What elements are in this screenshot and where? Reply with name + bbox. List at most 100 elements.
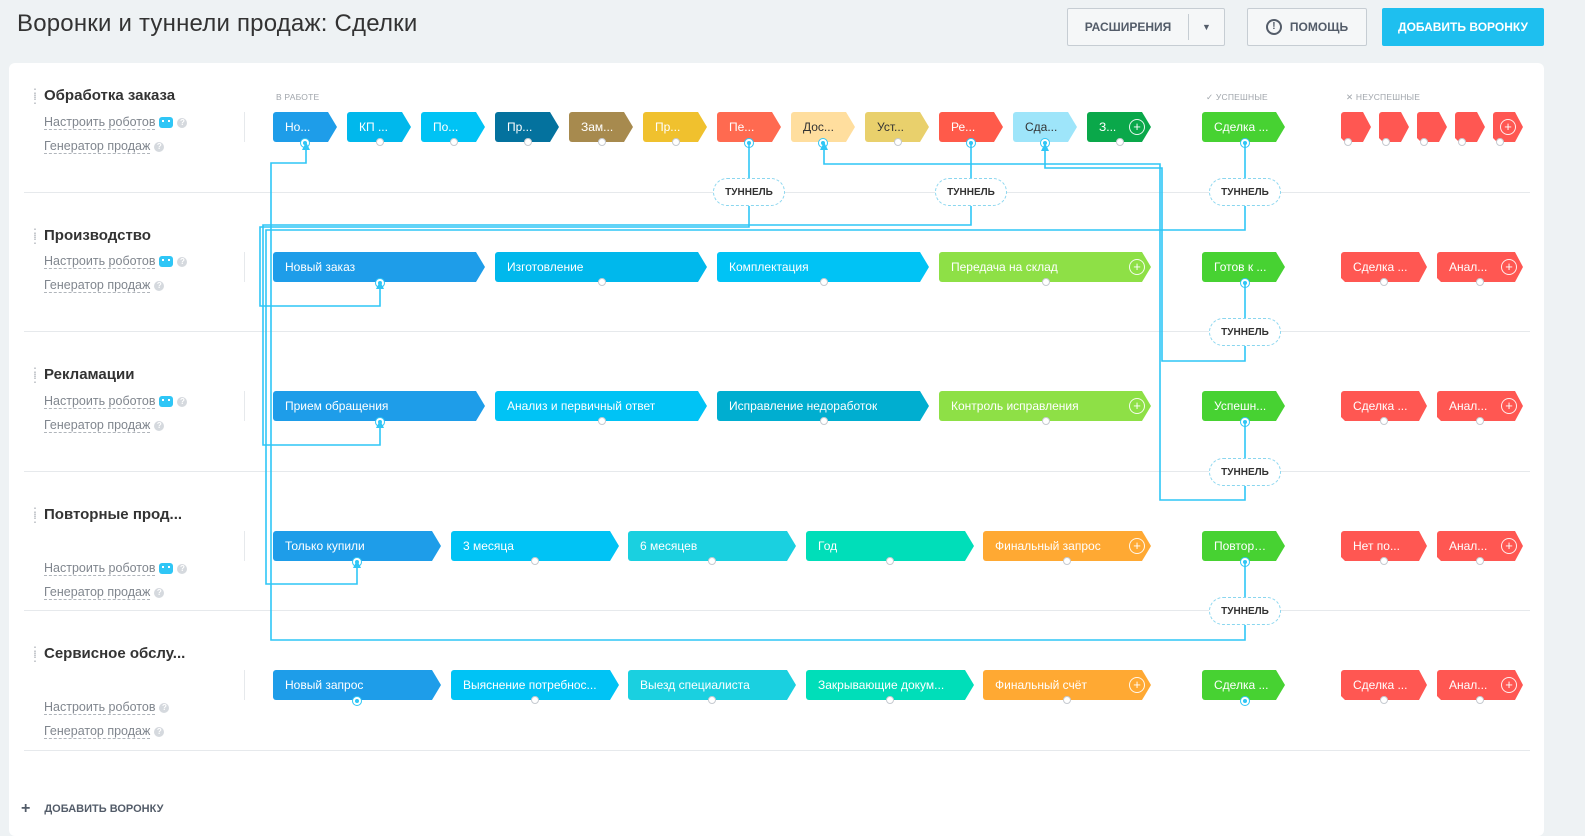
- pipeline-name[interactable]: Производство: [44, 227, 151, 244]
- add-stage-icon[interactable]: +: [1129, 259, 1145, 275]
- stage-handle[interactable]: [745, 139, 753, 147]
- stage-0-2[interactable]: По...: [421, 112, 485, 142]
- help-icon[interactable]: ?: [154, 726, 165, 737]
- drag-handle-icon[interactable]: ⋮⋮: [29, 365, 41, 385]
- extensions-button[interactable]: РАСШИРЕНИЯ ▼: [1067, 8, 1225, 46]
- stage-4-4[interactable]: Финальный счёт: [983, 670, 1151, 700]
- stage-handle[interactable]: [1382, 138, 1390, 146]
- help-icon[interactable]: ?: [154, 280, 165, 291]
- stage-0-6[interactable]: Пе...: [717, 112, 781, 142]
- help-icon[interactable]: ?: [177, 117, 188, 128]
- configure-robots-link[interactable]: Настроить роботов?: [44, 700, 170, 715]
- fail-stage[interactable]: Нет по...: [1341, 531, 1427, 561]
- pipeline-name[interactable]: Сервисное обслу...: [44, 645, 186, 662]
- success-stage[interactable]: Повторн...: [1202, 531, 1285, 561]
- chevron-down-icon[interactable]: ▼: [1202, 22, 1211, 32]
- help-icon[interactable]: ?: [177, 563, 188, 574]
- stage-4-2[interactable]: Выезд специалиста: [628, 670, 796, 700]
- help-button[interactable]: ! ПОМОЩЬ: [1247, 8, 1367, 46]
- tunnel-badge[interactable]: ТУННЕЛЬ: [713, 178, 785, 206]
- add-stage-icon[interactable]: +: [1501, 259, 1517, 275]
- drag-handle-icon[interactable]: ⋮⋮: [29, 505, 41, 525]
- stage-handle[interactable]: [820, 417, 828, 425]
- stage-handle[interactable]: [1476, 557, 1484, 565]
- add-stage-icon[interactable]: +: [1501, 398, 1517, 414]
- stage-handle[interactable]: [1241, 558, 1249, 566]
- pipeline-name[interactable]: Обработка заказа: [44, 87, 176, 104]
- fail-stage[interactable]: Сделка ...: [1341, 252, 1427, 282]
- stage-handle[interactable]: [1476, 696, 1484, 704]
- add-stage-icon[interactable]: +: [1129, 119, 1145, 135]
- configure-robots-link[interactable]: Настроить роботов?: [44, 254, 188, 269]
- stage-handle[interactable]: [1458, 138, 1466, 146]
- drag-handle-icon[interactable]: ⋮⋮: [29, 86, 41, 106]
- add-stage-icon[interactable]: +: [1501, 538, 1517, 554]
- sales-generator-link[interactable]: Генератор продаж?: [44, 139, 165, 154]
- stage-0-4[interactable]: Зам...: [569, 112, 633, 142]
- stage-handle[interactable]: [672, 138, 680, 146]
- stage-handle[interactable]: [708, 557, 716, 565]
- add-stage-icon[interactable]: +: [1129, 677, 1145, 693]
- success-stage[interactable]: Сделка ...: [1202, 670, 1285, 700]
- tunnel-badge[interactable]: ТУННЕЛЬ: [1209, 458, 1281, 486]
- stage-handle[interactable]: [1380, 278, 1388, 286]
- stage-0-8[interactable]: Уст...: [865, 112, 929, 142]
- configure-robots-link[interactable]: Настроить роботов?: [44, 394, 188, 409]
- sales-generator-link[interactable]: Генератор продаж?: [44, 418, 165, 433]
- stage-0-10[interactable]: Сда...: [1013, 112, 1077, 142]
- stage-handle[interactable]: [1476, 417, 1484, 425]
- help-icon[interactable]: ?: [177, 396, 188, 407]
- help-icon[interactable]: ?: [154, 587, 165, 598]
- stage-handle[interactable]: [531, 557, 539, 565]
- stage-handle[interactable]: [1241, 279, 1249, 287]
- add-funnel-button[interactable]: ДОБАВИТЬ ВОРОНКУ: [1382, 8, 1544, 46]
- stage-handle[interactable]: [450, 138, 458, 146]
- help-icon[interactable]: ?: [177, 256, 188, 267]
- stage-handle[interactable]: [820, 278, 828, 286]
- stage-handle[interactable]: [376, 418, 384, 426]
- add-stage-icon[interactable]: +: [1501, 677, 1517, 693]
- add-stage-icon[interactable]: +: [1129, 398, 1145, 414]
- stage-handle[interactable]: [1041, 139, 1049, 147]
- configure-robots-link[interactable]: Настроить роботов?: [44, 115, 188, 130]
- stage-handle[interactable]: [1241, 697, 1249, 705]
- success-stage[interactable]: Сделка ...: [1202, 112, 1285, 142]
- tunnel-badge[interactable]: ТУННЕЛЬ: [1209, 178, 1281, 206]
- success-stage[interactable]: Готов к ...: [1202, 252, 1285, 282]
- stage-handle[interactable]: [301, 139, 309, 147]
- stage-0-5[interactable]: Пр...: [643, 112, 707, 142]
- stage-handle[interactable]: [1496, 138, 1504, 146]
- stage-4-0[interactable]: Новый запрос: [273, 670, 441, 700]
- stage-handle[interactable]: [524, 138, 532, 146]
- stage-0-3[interactable]: Пр...: [495, 112, 559, 142]
- stage-handle[interactable]: [1476, 278, 1484, 286]
- stage-handle[interactable]: [598, 278, 606, 286]
- fail-stage[interactable]: Сделка ...: [1341, 391, 1427, 421]
- stage-handle[interactable]: [1241, 139, 1249, 147]
- tunnel-badge[interactable]: ТУННЕЛЬ: [1209, 318, 1281, 346]
- stage-handle[interactable]: [886, 557, 894, 565]
- stage-handle[interactable]: [1344, 138, 1352, 146]
- stage-handle[interactable]: [376, 138, 384, 146]
- fail-stage[interactable]: Сделка ...: [1341, 670, 1427, 700]
- stage-0-7[interactable]: Дос...: [791, 112, 855, 142]
- sales-generator-link[interactable]: Генератор продаж?: [44, 278, 165, 293]
- stage-1-0[interactable]: Новый заказ: [273, 252, 485, 282]
- stage-handle[interactable]: [1420, 138, 1428, 146]
- stage-0-0[interactable]: Но...: [273, 112, 337, 142]
- configure-robots-link[interactable]: Настроить роботов?: [44, 561, 188, 576]
- add-stage-icon[interactable]: +: [1500, 119, 1516, 135]
- tunnel-badge[interactable]: ТУННЕЛЬ: [1209, 597, 1281, 625]
- stage-handle[interactable]: [531, 696, 539, 704]
- success-stage[interactable]: Успешн...: [1202, 391, 1285, 421]
- stage-handle[interactable]: [1116, 138, 1124, 146]
- stage-handle[interactable]: [1241, 418, 1249, 426]
- stage-0-9[interactable]: Ре...: [939, 112, 1003, 142]
- stage-handle[interactable]: [598, 138, 606, 146]
- add-funnel-link[interactable]: + ДОБАВИТЬ ВОРОНКУ: [21, 800, 163, 818]
- help-icon[interactable]: ?: [154, 420, 165, 431]
- help-icon[interactable]: ?: [154, 141, 165, 152]
- sales-generator-link[interactable]: Генератор продаж?: [44, 585, 165, 600]
- stage-2-0[interactable]: Прием обращения: [273, 391, 485, 421]
- add-stage-icon[interactable]: +: [1129, 538, 1145, 554]
